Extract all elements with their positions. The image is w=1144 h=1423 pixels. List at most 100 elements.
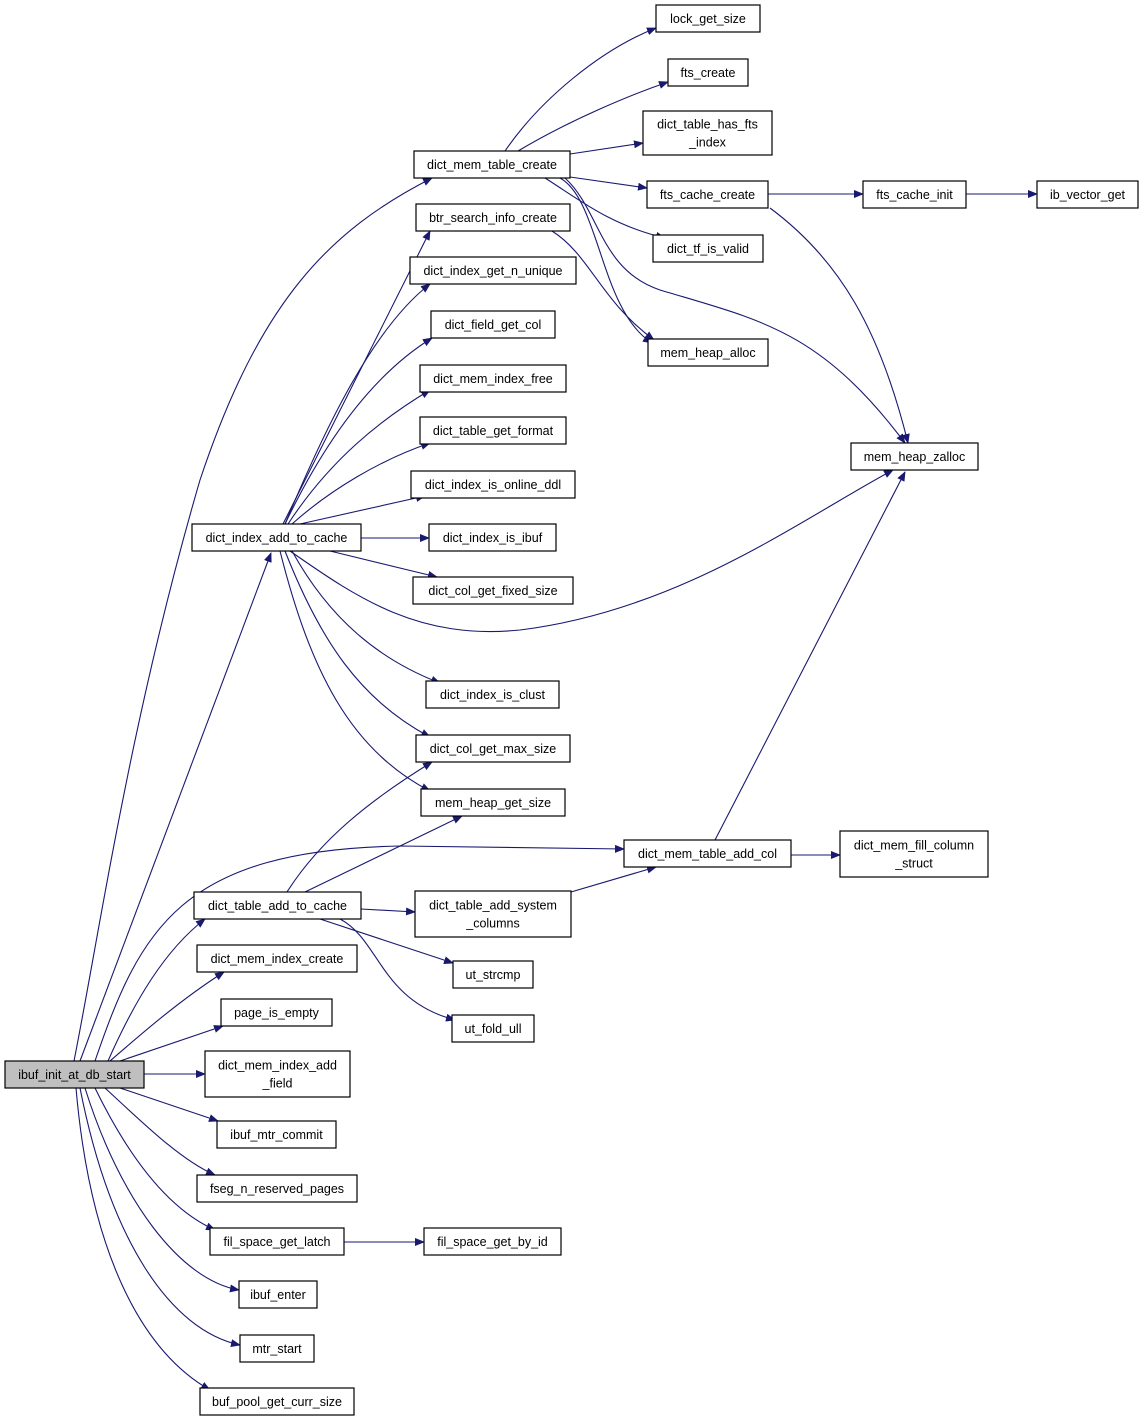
node-label: dict_mem_index_add_field bbox=[218, 1059, 337, 1091]
node-box bbox=[646, 180, 769, 209]
node-label: dict_mem_index_free bbox=[433, 372, 553, 386]
node-ibuf-mtr-commit[interactable]: ibuf_mtr_commit bbox=[216, 1120, 337, 1149]
node-dict-mem-table-create[interactable]: dict_mem_table_create bbox=[413, 150, 571, 179]
node-box bbox=[199, 1387, 355, 1416]
node-label: fts_cache_init bbox=[876, 188, 953, 202]
node-label: fseg_n_reserved_pages bbox=[210, 1182, 344, 1196]
edge-dict-index-add-to-cache-to-dict-field-get-col bbox=[284, 337, 433, 525]
node-label: dict_index_get_n_unique bbox=[423, 264, 562, 278]
node-box bbox=[623, 839, 792, 868]
node-box bbox=[420, 788, 566, 817]
node-dict-index-is-online-ddl[interactable]: dict_index_is_online_ddl bbox=[410, 470, 576, 499]
node-label: dict_index_is_clust bbox=[440, 688, 545, 702]
node-ut-strcmp[interactable]: ut_strcmp bbox=[452, 960, 534, 989]
node-label: btr_search_info_create bbox=[429, 211, 557, 225]
node-label: mem_heap_alloc bbox=[660, 346, 755, 360]
node-box bbox=[415, 734, 571, 763]
node-dict-table-get-format[interactable]: dict_table_get_format bbox=[419, 416, 567, 445]
node-fts-create[interactable]: fts_create bbox=[667, 58, 749, 87]
node-fts-cache-create[interactable]: fts_cache_create bbox=[646, 180, 769, 209]
node-page-is-empty[interactable]: page_is_empty bbox=[220, 998, 333, 1027]
node-label: dict_mem_table_add_col bbox=[638, 847, 777, 861]
node-box bbox=[413, 150, 571, 179]
node-box bbox=[452, 960, 534, 989]
node-dict-mem-table-add-col[interactable]: dict_mem_table_add_col bbox=[623, 839, 792, 868]
edge-dict-index-add-to-cache-to-dict-index-is-clust bbox=[291, 550, 441, 684]
node-dict-index-is-clust[interactable]: dict_index_is_clust bbox=[425, 680, 560, 709]
node-ib-vector-get[interactable]: ib_vector_get bbox=[1036, 180, 1139, 209]
edge-ibuf-init-at-db-start-to-fil-space-get-latch bbox=[94, 1087, 216, 1231]
node-ut-fold-ull[interactable]: ut_fold_ull bbox=[451, 1014, 535, 1043]
edge-ibuf-init-at-db-start-to-dict-mem-table-create bbox=[73, 177, 433, 1062]
node-label: ibuf_init_at_db_start bbox=[18, 1068, 131, 1082]
node-fseg-n-reserved-pages[interactable]: fseg_n_reserved_pages bbox=[196, 1174, 358, 1203]
edge-ibuf-init-at-db-start-to-ibuf-mtr-commit bbox=[119, 1087, 219, 1122]
edge-ibuf-init-at-db-start-to-buf-pool-get-curr-size bbox=[75, 1087, 211, 1391]
node-mem-heap-get-size[interactable]: mem_heap_get_size bbox=[420, 788, 566, 817]
node-ibuf-enter[interactable]: ibuf_enter bbox=[238, 1280, 318, 1309]
node-dict-tf-is-valid[interactable]: dict_tf_is_valid bbox=[652, 234, 764, 263]
edge-fts-cache-create-to-mem-heap-zalloc bbox=[769, 207, 910, 444]
edge-dict-index-add-to-cache-to-dict-index-is-online-ddl bbox=[299, 494, 426, 525]
node-label: dict_index_is_ibuf bbox=[443, 531, 543, 545]
node-dict-col-get-max-size[interactable]: dict_col_get_max_size bbox=[415, 734, 571, 763]
edge-dict-index-add-to-cache-to-dict-col-get-fixed-size bbox=[329, 550, 438, 579]
node-dict-table-has-fts-index[interactable]: dict_table_has_fts_index bbox=[642, 110, 773, 156]
node-dict-index-get-n-unique[interactable]: dict_index_get_n_unique bbox=[409, 256, 577, 285]
edge-dict-mem-table-create-to-mem-heap-alloc bbox=[559, 177, 653, 344]
edge-dict-mem-table-create-to-dict-tf-is-valid bbox=[544, 177, 666, 240]
node-box bbox=[862, 180, 967, 209]
node-label: lock_get_size bbox=[670, 12, 746, 26]
node-dict-table-add-to-cache[interactable]: dict_table_add_to_cache bbox=[193, 891, 362, 920]
node-box bbox=[419, 416, 567, 445]
node-label: dict_field_get_col bbox=[445, 318, 542, 332]
node-label: dict_col_get_fixed_size bbox=[428, 584, 557, 598]
edge-dict-table-add-to-cache-to-ut-strcmp bbox=[319, 918, 454, 964]
node-btr-search-info-create[interactable]: btr_search_info_create bbox=[415, 203, 571, 232]
node-label: mem_heap_zalloc bbox=[864, 450, 965, 464]
node-label: ibuf_enter bbox=[250, 1288, 306, 1302]
edge-dict-index-add-to-cache-to-dict-table-get-format bbox=[291, 442, 431, 525]
node-box bbox=[409, 256, 577, 285]
node-buf-pool-get-curr-size[interactable]: buf_pool_get_curr_size bbox=[199, 1387, 355, 1416]
edge-ibuf-init-at-db-start-to-mtr-start bbox=[79, 1087, 241, 1348]
edge-dict-index-add-to-cache-to-dict-index-get-n-unique bbox=[284, 283, 431, 525]
node-fil-space-get-latch[interactable]: fil_space_get_latch bbox=[209, 1227, 345, 1256]
node-label: dict_tf_is_valid bbox=[667, 242, 749, 256]
node-box bbox=[451, 1014, 535, 1043]
node-label: dict_mem_table_create bbox=[427, 158, 557, 172]
node-mem-heap-alloc[interactable]: mem_heap_alloc bbox=[647, 338, 769, 367]
node-mtr-start[interactable]: mtr_start bbox=[239, 1334, 315, 1363]
edge-ibuf-init-at-db-start-to-dict-mem-table-add-col bbox=[94, 844, 625, 1062]
node-dict-index-is-ibuf[interactable]: dict_index_is_ibuf bbox=[428, 523, 557, 552]
edge-ibuf-init-at-db-start-to-ibuf-enter bbox=[84, 1087, 240, 1293]
edge-ibuf-init-at-db-start-to-fseg-n-reserved-pages bbox=[104, 1087, 216, 1176]
node-ibuf-init-at-db-start[interactable]: ibuf_init_at_db_start bbox=[4, 1060, 145, 1089]
node-label: fts_cache_create bbox=[660, 188, 755, 202]
node-dict-col-get-fixed-size[interactable]: dict_col_get_fixed_size bbox=[412, 576, 574, 605]
node-box bbox=[839, 830, 989, 878]
edge-dict-mem-table-create-to-fts-cache-create bbox=[569, 176, 648, 191]
node-dict-field-get-col[interactable]: dict_field_get_col bbox=[430, 310, 556, 339]
node-label: mtr_start bbox=[252, 1342, 302, 1356]
node-mem-heap-zalloc[interactable]: mem_heap_zalloc bbox=[850, 442, 979, 471]
node-dict-mem-index-add-field[interactable]: dict_mem_index_add_field bbox=[204, 1050, 351, 1098]
node-label: fil_space_get_by_id bbox=[437, 1235, 548, 1249]
node-fts-cache-init[interactable]: fts_cache_init bbox=[862, 180, 967, 209]
node-dict-mem-fill-column-struct[interactable]: dict_mem_fill_column_struct bbox=[839, 830, 989, 878]
node-lock-get-size[interactable]: lock_get_size bbox=[655, 4, 761, 33]
edge-btr-search-info-create-to-mem-heap-alloc bbox=[551, 230, 655, 341]
node-dict-mem-index-free[interactable]: dict_mem_index_free bbox=[419, 364, 567, 393]
node-box bbox=[196, 1174, 358, 1203]
node-fil-space-get-by-id[interactable]: fil_space_get_by_id bbox=[423, 1227, 562, 1256]
node-label: dict_index_add_to_cache bbox=[206, 531, 348, 545]
node-dict-table-add-system-columns[interactable]: dict_table_add_system_columns bbox=[414, 890, 572, 938]
node-box bbox=[423, 1227, 562, 1256]
node-box bbox=[4, 1060, 145, 1089]
edge-dict-index-add-to-cache-to-dict-col-get-max-size bbox=[284, 550, 431, 738]
node-label: fil_space_get_latch bbox=[223, 1235, 330, 1249]
edge-dict-mem-table-create-to-dict-table-has-fts-index bbox=[569, 140, 644, 155]
node-dict-mem-index-create[interactable]: dict_mem_index_create bbox=[196, 944, 358, 973]
node-dict-index-add-to-cache[interactable]: dict_index_add_to_cache bbox=[191, 523, 362, 552]
